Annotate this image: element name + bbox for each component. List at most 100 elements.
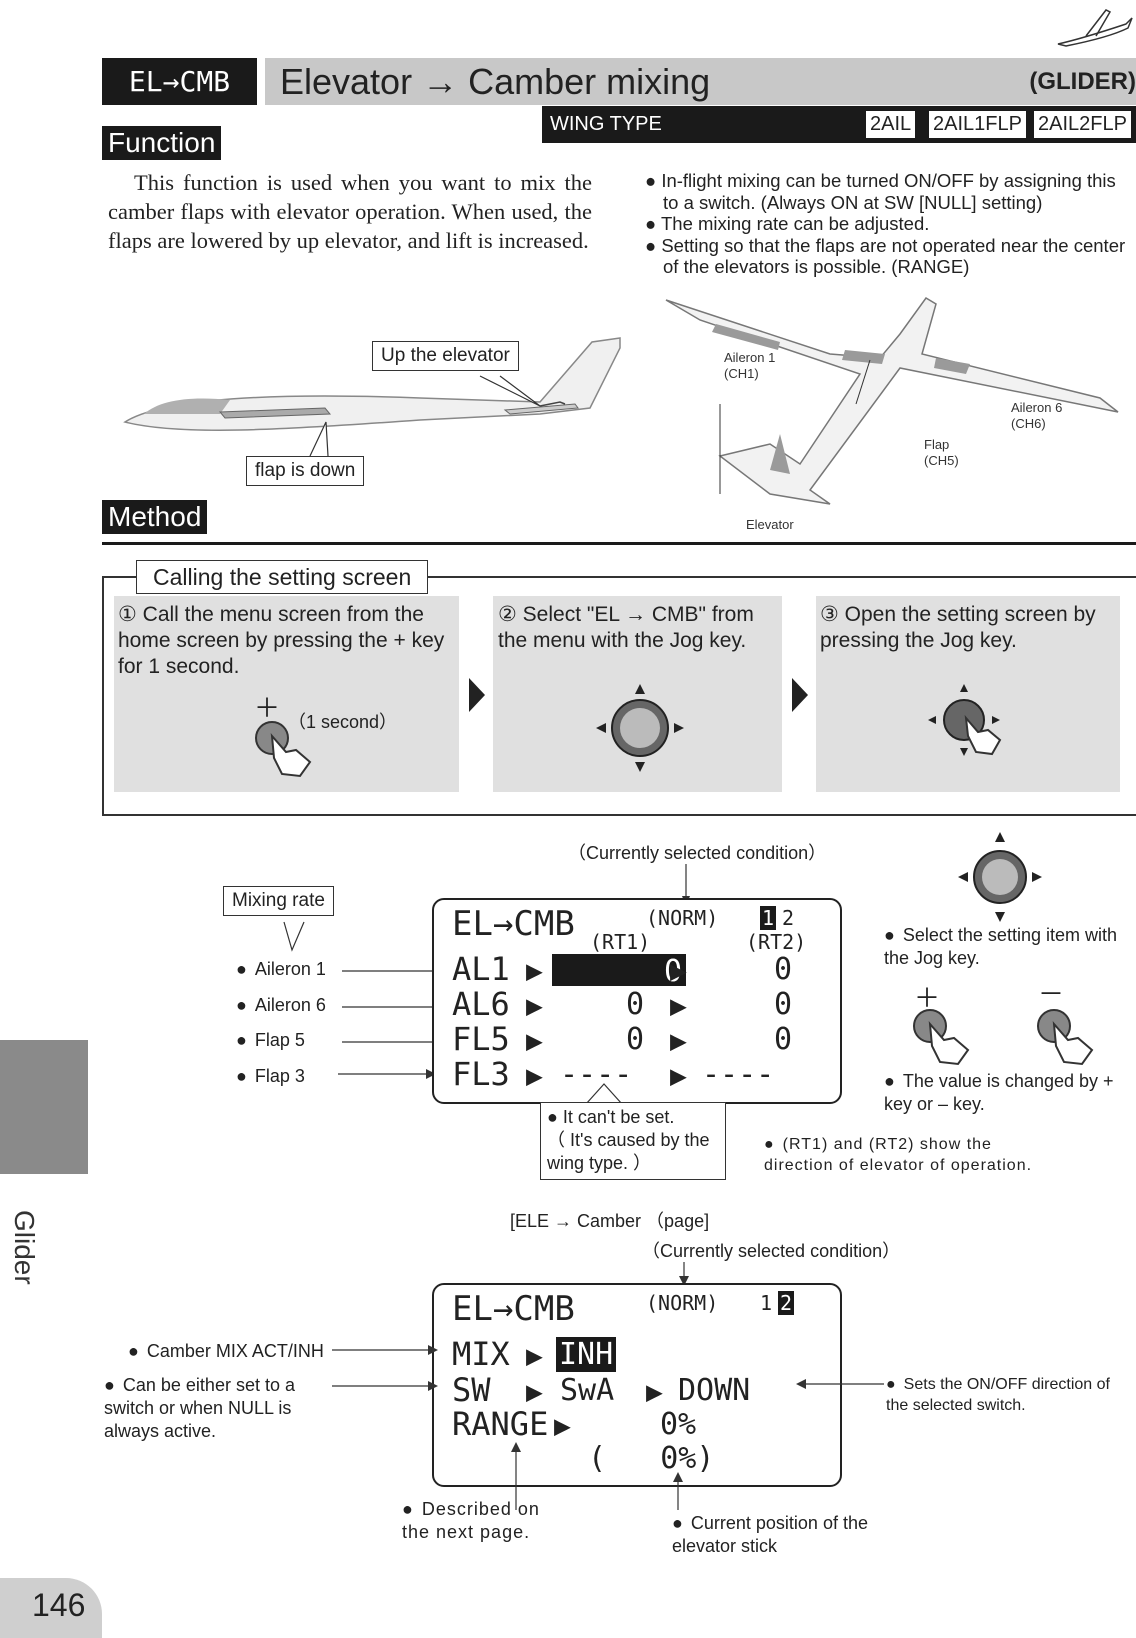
step-arrow-1 (469, 678, 485, 712)
step-1-text: ① Call the menu screen from the home scr… (118, 603, 445, 678)
page-title: Elevator → Camber mixing (280, 61, 711, 102)
minus-key-hand-icon (1037, 1009, 1094, 1066)
aileron6-label: Aileron 6 (1011, 400, 1063, 415)
elevator-label: Elevator (746, 517, 794, 532)
lcd2-condition: (NORM) (646, 1291, 719, 1315)
onoff-pointer (796, 1379, 884, 1389)
plus-key-label: ＋ (914, 983, 941, 1013)
lcd1-row-fl3-name: FL3 (452, 1055, 510, 1093)
lcd-screen-switch: EL→CMB (NORM) 1 2 MIX ▶ INH SW ▶ SwA ▶ D… (432, 1283, 842, 1487)
wing-type-label: WING TYPE (550, 113, 662, 135)
lcd1-row-fl5-arrow2: ▶ (670, 1024, 687, 1057)
model-type-label: (GLIDER) (1029, 68, 1136, 95)
lcd1-row-fl5-v2[interactable]: 0 (774, 1022, 793, 1057)
cant-set-text: ● It can't be set. (547, 1107, 675, 1127)
lcd1-row-fl5-arrow: ▶ (526, 1024, 543, 1057)
step-3-text: ③ Open the setting screen by pressing th… (820, 603, 1096, 652)
lcd-screen-rate: EL→CMB (NORM) 1 2 (RT1) (RT2) AL1 ▶ 0 ▶ … (432, 898, 842, 1104)
bullet-rate: ● The mixing rate can be adjusted. (645, 213, 930, 234)
lcd1-other-page: 2 (782, 906, 795, 930)
lcd1-row-al1-arrow: ▶ (526, 954, 543, 987)
aileron1-label: Aileron 1 (724, 350, 776, 365)
lcd1-row-al6-name: AL6 (452, 985, 510, 1023)
step-1-plus-key: ＋ (254, 693, 281, 723)
lcd2-sw-direction[interactable]: DOWN (678, 1373, 751, 1408)
jog-key-icon-2 (958, 832, 1042, 922)
side-view-glider-illustration (123, 337, 621, 431)
lcd2-range-label: RANGE (452, 1405, 549, 1443)
screen2-pointer-lines (332, 1345, 438, 1391)
lcd2-range-value[interactable]: 0% (660, 1407, 697, 1442)
calling-setting-screen-title: Calling the setting screen (136, 560, 429, 594)
cant-set-reason: （ It's caused by the wing type. ） (547, 1130, 710, 1173)
screen2-page-label: [ELE → Camber （page] (510, 1211, 710, 1231)
page-number: 146 (0, 1578, 102, 1638)
aileron1-channel: (CH1) (724, 366, 759, 381)
lcd2-mix-label: MIX (452, 1335, 510, 1373)
lcd1-row-fl5-name: FL5 (452, 1020, 510, 1058)
lcd1-row-fl3-arrow2: ▶ (670, 1059, 687, 1092)
lcd1-rt1: (RT1) (590, 930, 651, 954)
value-change-note: The value is changed by + key or – key. (884, 1070, 1136, 1116)
flap3-pointer (338, 1069, 436, 1079)
select-item-note: Select the setting item with the Jog key… (884, 924, 1136, 970)
title-bar (265, 58, 1136, 105)
bullet-range: ● Setting so that the flaps are not oper… (645, 234, 1126, 278)
lcd2-range-current: ( 0%) (588, 1441, 715, 1476)
top-view-glider-illustration (665, 297, 1119, 505)
lcd2-other-page: 1 (760, 1291, 773, 1315)
function-code-badge: EL→CMB (102, 58, 257, 105)
callout-pointers (309, 375, 541, 457)
wing-type-2ail1flp: 2AIL1FLP (929, 111, 1026, 138)
wing-type-2ail2flp: 2AIL2FLP (1034, 111, 1131, 138)
lcd1-row-al1-v1[interactable]: 0 (552, 954, 686, 989)
lcd2-title: EL→CMB (452, 1289, 575, 1329)
mixing-rate-callout: Mixing rate (223, 886, 334, 916)
step-3-panel (816, 596, 1120, 792)
lcd2-sw-arrow: ▶ (526, 1375, 543, 1408)
switch-null-note: Can be either set to a switch or when NU… (104, 1374, 340, 1443)
label-flap5: Flap 5 (236, 1029, 305, 1052)
lcd1-row-al6-v1[interactable]: 0 (626, 987, 645, 1022)
lcd2-sw-label: SW (452, 1371, 491, 1409)
lcd1-rt2: (RT2) (746, 930, 807, 954)
step-1-duration: （1 second） (288, 712, 398, 732)
label-aileron6: Aileron 6 (236, 994, 326, 1017)
press-jog-icon (928, 684, 1002, 756)
screen1-caption: （Currently selected condition） (568, 843, 827, 863)
lcd1-row-fl3-arrow: ▶ (526, 1059, 543, 1092)
lcd1-row-al6-v2[interactable]: 0 (774, 987, 793, 1022)
minus-key-label: － (1038, 979, 1065, 1009)
flap-down-callout: flap is down (246, 456, 365, 486)
intro-paragraph: This function is used when you want to m… (108, 170, 592, 253)
function-section-tag: Function (102, 126, 222, 160)
onoff-direction-note: Sets the ON/OFF direction of the selecte… (886, 1374, 1136, 1416)
glider-side-tab (0, 1040, 88, 1174)
lcd1-row-al1-v2[interactable]: 0 (774, 952, 793, 987)
jog-key-icon (596, 684, 684, 772)
stick-position-note: Current position of the elevator stick (672, 1512, 922, 1558)
feature-bullets: ● In-flight mixing can be turned ON/OFF … (645, 170, 1136, 278)
lcd1-title: EL→CMB (452, 904, 575, 944)
label-flap3: Flap 3 (236, 1065, 305, 1088)
press-key-hand-icon (255, 721, 312, 778)
lcd2-range-arrow: ▶ (554, 1409, 571, 1442)
screen2-caption-pointer (679, 1262, 689, 1286)
lcd1-row-fl5-v1[interactable]: 0 (626, 1022, 645, 1057)
cant-set-box: ● It can't be set. （ It's caused by the … (540, 1102, 726, 1180)
lcd1-row-fl3-v2: ---- (702, 1057, 775, 1092)
lcd1-row-fl3-v1: ---- (560, 1057, 633, 1092)
flap-label: Flap (924, 437, 950, 452)
lcd1-row-al1-name: AL1 (452, 950, 510, 988)
lcd2-selected-page: 2 (778, 1291, 795, 1315)
glider-side-label: Glider (9, 1210, 40, 1285)
label-aileron1: Aileron 1 (236, 958, 326, 981)
step-2-text: ② Select "EL → CMB" from the menu with t… (498, 603, 754, 652)
bullet-switch: ● In-flight mixing can be turned ON/OFF … (645, 170, 1116, 213)
lcd1-selected-page: 1 (760, 906, 777, 930)
lcd2-sw-value[interactable]: SwA (560, 1373, 615, 1408)
flap-channel: (CH5) (924, 453, 959, 468)
lcd2-mix-value[interactable]: INH (556, 1337, 617, 1372)
wing-type-2ail: 2AIL (866, 111, 916, 138)
cant-set-pointer (585, 1083, 623, 1104)
